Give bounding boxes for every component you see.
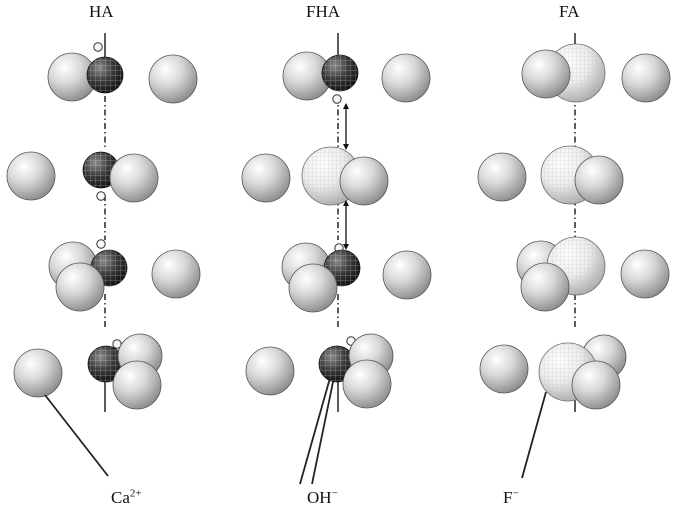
fha-row2-ca-left [241, 153, 291, 203]
fha-row2-hbond-arrow-head-up [343, 200, 349, 206]
fa-row2-ca-front [574, 155, 624, 205]
fa-row1-ca-right [621, 53, 671, 103]
legend-leader-lines [44, 377, 547, 485]
leader-fluoride [521, 391, 547, 479]
leader-hydroxide-1 [299, 377, 331, 485]
ha-row1-h [93, 42, 103, 52]
fha-row4-ca-left [245, 346, 295, 396]
column-title-fa: FA [559, 2, 580, 21]
ha-row2-ca-left [6, 151, 56, 201]
fa-row3-ca-right [620, 249, 670, 299]
ha-row2-h [96, 191, 106, 201]
ha-row4-oh [87, 345, 125, 383]
ha-row2-ca-front [109, 153, 159, 203]
legend-hydroxide-text: OH [307, 488, 332, 507]
legend-calcium-ion: Ca2+ [111, 488, 142, 508]
ha-row1-oh [86, 56, 124, 94]
leader-calcium [44, 394, 109, 477]
legend-hydroxide-charge: − [331, 487, 338, 500]
fha-row2-ca-front [339, 156, 389, 206]
ha-row3-ca-right [151, 249, 201, 299]
ha-row3-h [96, 239, 106, 249]
legend-calcium-charge: 2+ [129, 487, 142, 500]
fha-row3-ca-front [288, 263, 338, 313]
legend-calcium-text: Ca [111, 488, 130, 507]
column-title-fha: FHA [306, 2, 341, 21]
fa-row4-ca-front [571, 360, 621, 410]
fha-row1-oh [321, 54, 359, 92]
fha-row1-h [332, 94, 342, 104]
fha-row2-hbond-arrow [343, 200, 349, 250]
legend-fluoride-ion: F− [503, 488, 519, 508]
fha-row1-hbond-arrow-head-up [343, 103, 349, 109]
atoms-layer [6, 42, 671, 410]
fa-row4-ca-left [479, 344, 529, 394]
ha-row4-ca-left [13, 348, 63, 398]
fa-row3-ca-front [520, 262, 570, 312]
fha-row1-hbond-arrow [343, 103, 349, 150]
ha-row1-oh-mesh [87, 57, 123, 93]
fha-row1-hbond-arrow-head-down [343, 144, 349, 150]
ha-row3-ca-front [55, 262, 105, 312]
fha-row4-ca-front [342, 359, 392, 409]
ha-row1-ca-right [148, 54, 198, 104]
fa-row1-ca-left [521, 49, 571, 99]
fha-row2-hbond-arrow-head-down [343, 244, 349, 250]
fa-row2-ca-left [477, 152, 527, 202]
ha-row4-ca-front [112, 360, 162, 410]
legend-fluoride-charge: − [512, 487, 519, 500]
leader-hydroxide-2 [311, 381, 334, 485]
fha-row1-oh-mesh [322, 55, 358, 91]
ha-row4-oh-mesh [88, 346, 124, 382]
column-title-ha: HA [89, 2, 114, 21]
fha-row1-ca-right [381, 53, 431, 103]
fha-row3-ca-right [382, 250, 432, 300]
legend-hydroxide-ion: OH− [307, 488, 338, 508]
legend-fluoride-text: F [503, 488, 513, 507]
